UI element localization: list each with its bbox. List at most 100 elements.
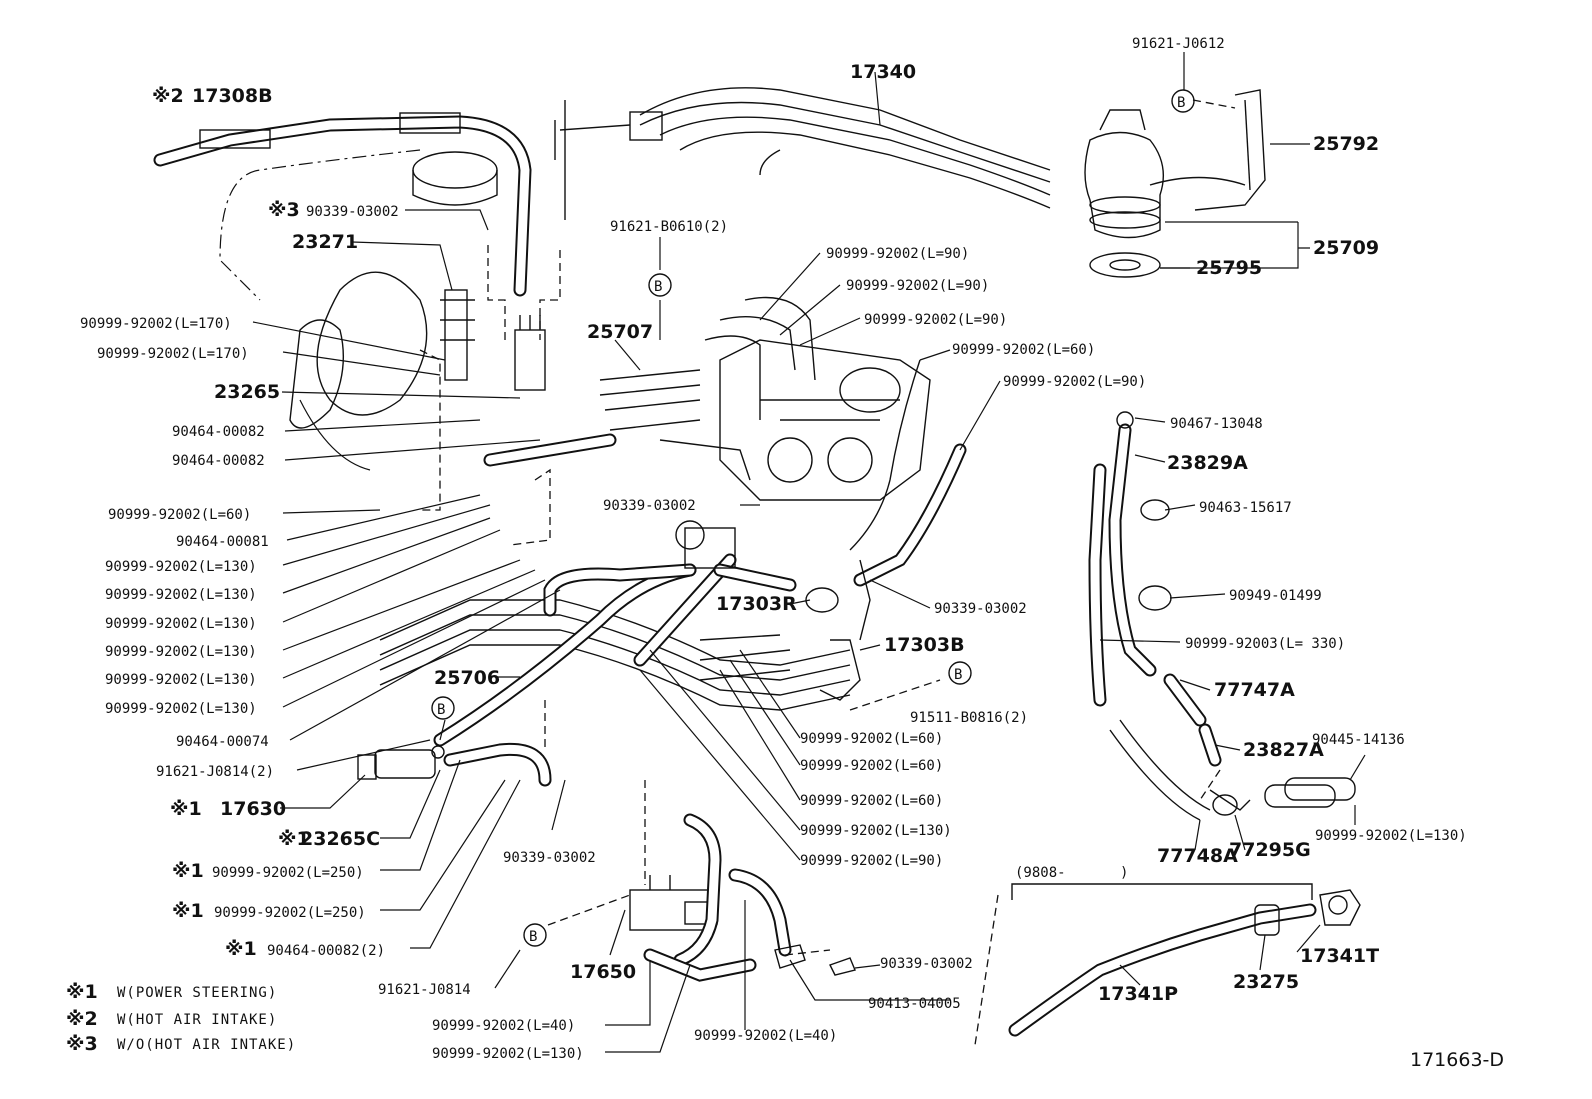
part-label: 91621-J0814(2): [156, 764, 274, 780]
note-marker-1d: ※1: [172, 900, 204, 922]
part-label: 90999-92002(L=90): [1003, 374, 1146, 390]
part-label: 90999-92002(L=130): [105, 644, 257, 660]
bracket-9808: [974, 883, 1313, 1046]
part-label: 90999-92002(L=250): [212, 865, 364, 881]
part-label: 90999-92003(L= 330): [1185, 636, 1345, 652]
part-label: 90339-03002: [603, 498, 696, 514]
part-label: 90463-15617: [1199, 500, 1292, 516]
hose-bundle-17340: [554, 87, 1051, 220]
part-label: 17341P: [1098, 983, 1178, 1005]
part-label: 17303R: [716, 593, 797, 615]
footnote-mark-2: ※2: [66, 1008, 98, 1030]
part-label: 90999-92002(L=60): [800, 731, 943, 747]
part-label: 17340: [850, 61, 916, 83]
part-label: 25792: [1313, 133, 1379, 155]
vsv-17650: [629, 813, 856, 982]
part-label: 90999-92002(L=90): [800, 853, 943, 869]
footnote-mark-1: ※1: [66, 981, 98, 1003]
part-label: 23275: [1233, 971, 1299, 993]
part-label: 90339-03002: [880, 956, 973, 972]
bracket-25792: [1149, 89, 1266, 211]
hose-17308b: [153, 112, 532, 297]
part-label: 90999-92002(L=40): [694, 1028, 837, 1044]
part-label: 90999-92002(L=90): [826, 246, 969, 262]
part-label: 17650: [570, 961, 636, 983]
note-markers: ※2 ※3 ※1 ※1 ※1 ※1 ※1: [152, 85, 310, 960]
ref-b-circle-5: [523, 923, 547, 947]
part-label: 23829A: [1167, 452, 1248, 474]
part-label: 91511-B0816(2): [910, 710, 1028, 726]
part-label: 90464-00082: [172, 453, 265, 469]
part-label: 91621-J0612: [1132, 36, 1225, 52]
part-label: 90999-92002(L=130): [105, 616, 257, 632]
part-label: 90999-92002(L=130): [105, 701, 257, 717]
part-label: 25709: [1313, 237, 1379, 259]
part-label: 91621-J0814: [378, 982, 471, 998]
part-label: 90999-92002(L=130): [1315, 828, 1467, 844]
leaders: [252, 52, 1366, 1053]
part-label: 25706: [434, 667, 500, 689]
note-marker-3: ※3: [268, 199, 300, 221]
part-label: 90999-92002(L=170): [97, 346, 249, 362]
ref-b-label-1: B: [1177, 95, 1185, 111]
part-label: 90413-04005: [868, 996, 961, 1012]
ref-b-label-4: B: [437, 702, 445, 718]
ref-b-circle-4: [431, 696, 455, 720]
note-marker-1c: ※1: [172, 860, 204, 882]
note-marker-2: ※2: [152, 85, 184, 107]
part-label: 90467-13048: [1170, 416, 1263, 432]
ref-b-circles: B B B B B: [431, 89, 1195, 947]
part-label: 17341T: [1300, 945, 1379, 967]
pressure-switch-17630: [357, 745, 445, 780]
part-label: 17630: [220, 798, 286, 820]
charcoal-canister-25709: [1084, 109, 1164, 278]
footnote-text-1: W(POWER STEERING): [117, 985, 277, 1001]
part-label: 90999-92002(L=130): [105, 587, 257, 603]
footnote-text-2: W(HOT AIR INTAKE): [117, 1012, 277, 1028]
part-label: 90999-92002(L=60): [800, 793, 943, 809]
footnotes: ※1 W(POWER STEERING) ※2 W(HOT AIR INTAKE…: [66, 981, 296, 1055]
part-label: 90949-01499: [1229, 588, 1322, 604]
part-label: 77295G: [1229, 839, 1311, 861]
part-label: 90999-92002(L=130): [800, 823, 952, 839]
part-label: 23265C: [300, 828, 380, 850]
hose-group-right: [1088, 411, 1356, 821]
vacuum-hoses-center: [483, 296, 967, 587]
note-marker-1b: ※1: [278, 828, 310, 850]
part-label: ): [1120, 865, 1128, 881]
vacuum-lines-lower: [379, 520, 871, 787]
part-label: 25795: [1196, 257, 1262, 279]
note-marker-1a: ※1: [170, 798, 202, 820]
part-label: 90464-00082: [172, 424, 265, 440]
part-label: 90464-00082(2): [267, 943, 385, 959]
part-label: 90999-92002(L=130): [432, 1046, 584, 1062]
part-label: 23827A: [1243, 739, 1324, 761]
ref-b-circle-3: [948, 661, 972, 685]
part-label: 90999-92002(L=40): [432, 1018, 575, 1034]
note-marker-1e: ※1: [225, 938, 257, 960]
hose-17341p: [1008, 889, 1361, 1037]
part-label: 17308B: [192, 85, 273, 107]
ref-b-circle-2: [648, 273, 672, 297]
part-label: 90999-92002(L=130): [105, 672, 257, 688]
diagram-id: 171663-D: [1410, 1049, 1504, 1071]
ref-b-label-3: B: [954, 667, 962, 683]
part-label: 77747A: [1214, 679, 1295, 701]
vacuum-switch-23271: [440, 289, 546, 391]
part-label: 90999-92002(L=250): [214, 905, 366, 921]
part-label: 90999-92002(L=90): [846, 278, 989, 294]
part-label: 23271: [292, 231, 358, 253]
engine-outline: [289, 271, 931, 501]
part-label: 90339-03002: [934, 601, 1027, 617]
part-label: (9808-: [1015, 865, 1066, 881]
part-label: 90999-92002(L=60): [800, 758, 943, 774]
part-label: 90999-92002(L=60): [108, 507, 251, 523]
part-label: 23265: [214, 381, 280, 403]
part-labels: 17308B 90339-03002 23271 90999-92002(L=1…: [80, 36, 1467, 1062]
footnote-text-3: W/O(HOT AIR INTAKE): [117, 1037, 296, 1053]
part-label: 90464-00074: [176, 734, 269, 750]
part-label: 90999-92002(L=130): [105, 559, 257, 575]
footnote-mark-3: ※3: [66, 1033, 98, 1055]
